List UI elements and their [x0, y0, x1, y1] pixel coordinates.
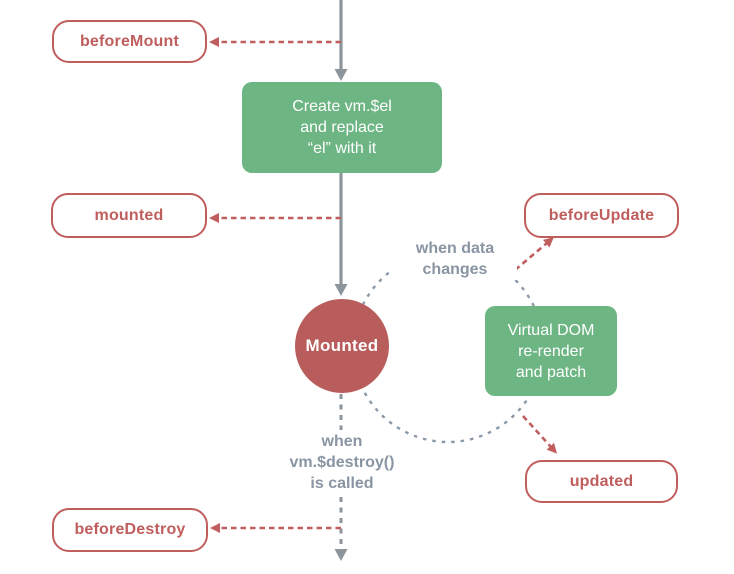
mounted-state-circle: Mounted [295, 299, 389, 393]
create-el-line-1: Create vm.$el [292, 98, 392, 115]
virtual-dom-line-1: Virtual DOM [507, 321, 595, 339]
virtual-dom-line-3: and patch [515, 363, 587, 381]
updated-hook: updated [525, 460, 678, 503]
when-destroy-called-annotation: when vm.$destroy() is called [272, 431, 412, 494]
when-destroy-line-2: vm.$destroy() [289, 454, 395, 471]
create-el-line-3: “el” with it [307, 140, 377, 157]
mounted-state-label: Mounted [305, 336, 379, 355]
when-data-line-2: changes [422, 261, 488, 278]
virtual-dom-line-2: re-render [518, 342, 584, 360]
arrow-to-updated [522, 415, 558, 454]
virtual-dom-process-box: Virtual DOM re-render and patch [485, 306, 617, 396]
before-destroy-hook: beforeDestroy [52, 508, 208, 552]
before-mount-hook: beforeMount [52, 20, 207, 63]
when-data-line-1: when data [415, 240, 495, 257]
before-update-hook: beforeUpdate [524, 193, 679, 238]
when-destroy-line-3: is called [310, 475, 374, 492]
create-el-process-box: Create vm.$el and replace “el” with it [242, 82, 442, 173]
mounted-hook: mounted [51, 193, 207, 238]
when-destroy-line-1: when [321, 433, 363, 450]
when-data-changes-annotation: when data changes [393, 238, 517, 280]
arrow-to-before-update [507, 237, 554, 277]
create-el-line-2: and replace [300, 119, 384, 136]
